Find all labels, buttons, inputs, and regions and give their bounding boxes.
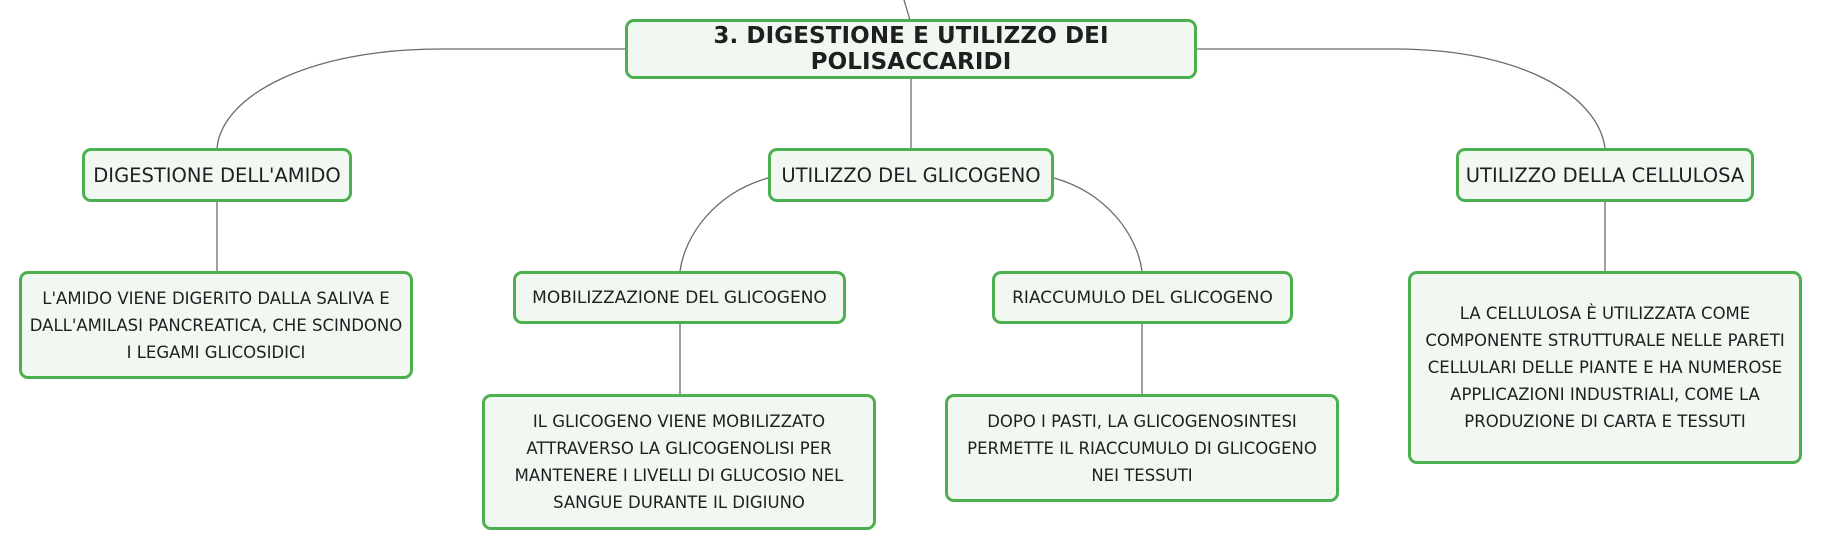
- connector-parent-to-root: [903, 0, 911, 21]
- detail-digestione-amido[interactable]: L'AMIDO VIENE DIGERITO DALLA SALIVA E DA…: [19, 271, 413, 379]
- detail-cellulosa[interactable]: LA CELLULOSA È UTILIZZATA COME COMPONENT…: [1408, 271, 1802, 464]
- connector-root-to-cellulosa: [1197, 48, 1606, 149]
- detail-cellulosa-text: LA CELLULOSA È UTILIZZATA COME COMPONENT…: [1425, 304, 1785, 431]
- detail-riaccumulo-glicogeno[interactable]: DOPO I PASTI, LA GLICOGENOSINTESI PERMET…: [945, 394, 1339, 502]
- detail-riaccumulo-glicogeno-text: DOPO I PASTI, LA GLICOGENOSINTESI PERMET…: [967, 411, 1317, 485]
- connector-glicogeno-to-riaccumulo: [1053, 177, 1143, 272]
- connector-glicogeno-to-mobilizzazione: [679, 177, 769, 272]
- root-topic[interactable]: 3. DIGESTIONE E UTILIZZO DEI POLISACCARI…: [625, 19, 1197, 79]
- topic-utilizzo-cellulosa[interactable]: UTILIZZO DELLA CELLULOSA: [1456, 148, 1754, 202]
- subtopic-riaccumulo-glicogeno[interactable]: RIACCUMULO DEL GLICOGENO: [992, 271, 1293, 324]
- detail-mobilizzazione-glicogeno[interactable]: IL GLICOGENO VIENE MOBILIZZATO ATTRAVERS…: [482, 394, 876, 530]
- topic-utilizzo-cellulosa-label: UTILIZZO DELLA CELLULOSA: [1465, 163, 1745, 187]
- topic-utilizzo-glicogeno-label: UTILIZZO DEL GLICOGENO: [781, 163, 1041, 187]
- detail-mobilizzazione-glicogeno-text: IL GLICOGENO VIENE MOBILIZZATO ATTRAVERS…: [514, 412, 844, 512]
- root-topic-label: 3. DIGESTIONE E UTILIZZO DEI POLISACCARI…: [713, 23, 1109, 75]
- detail-digestione-amido-text: L'AMIDO VIENE DIGERITO DALLA SALIVA E DA…: [29, 288, 403, 362]
- connector-root-to-amido: [216, 48, 625, 149]
- subtopic-riaccumulo-glicogeno-label: RIACCUMULO DEL GLICOGENO: [1012, 287, 1273, 308]
- subtopic-mobilizzazione-glicogeno-label: MOBILIZZAZIONE DEL GLICOGENO: [532, 287, 827, 308]
- topic-digestione-amido[interactable]: DIGESTIONE DELL'AMIDO: [82, 148, 352, 202]
- subtopic-mobilizzazione-glicogeno[interactable]: MOBILIZZAZIONE DEL GLICOGENO: [513, 271, 846, 324]
- topic-utilizzo-glicogeno[interactable]: UTILIZZO DEL GLICOGENO: [768, 148, 1054, 202]
- topic-digestione-amido-label: DIGESTIONE DELL'AMIDO: [93, 163, 341, 187]
